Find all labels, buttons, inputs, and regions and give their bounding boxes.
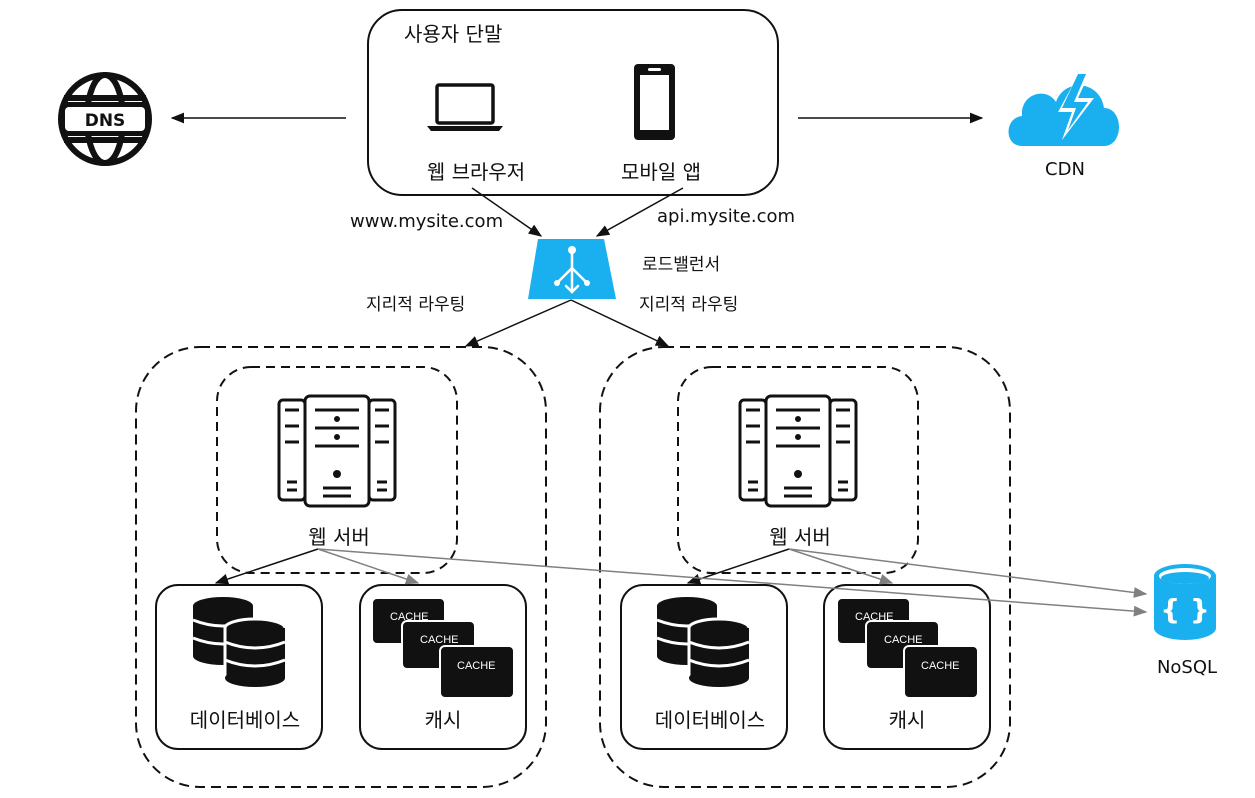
arrow-ws1-to-nosql (317, 548, 1148, 617)
cdn-label: CDN (1045, 159, 1085, 180)
database-icon (656, 597, 751, 687)
client-box-title: 사용자 단말 (404, 22, 503, 46)
server-rack-icon (277, 394, 397, 508)
arrow-ws2-to-db2 (686, 548, 790, 585)
arrow-web-to-lb (471, 187, 543, 237)
arrow-ws2-to-cache2 (788, 548, 894, 585)
web-server-label: 웹 서버 (308, 525, 370, 549)
web-server-1-box (216, 366, 458, 574)
cache-tag-3: CACHE (921, 660, 960, 672)
server-rack-icon (738, 394, 858, 508)
cache-label: 캐시 (888, 708, 926, 732)
cache-tag-1: CACHE (855, 611, 894, 623)
database-label: 데이터베이스 (189, 708, 301, 732)
routing-right-label: 지리적 라우팅 (639, 295, 739, 315)
arrow-ws1-to-cache1 (317, 548, 420, 585)
cache-1-box (359, 584, 527, 750)
cache-stack-icon: CACHE CACHE CACHE (836, 597, 979, 699)
web-browser-label: 웹 브라우저 (426, 160, 526, 184)
database-icon (192, 597, 287, 687)
nosql-database-icon: { } (1154, 564, 1216, 640)
client-box (367, 9, 779, 196)
nosql-label: NoSQL (1156, 657, 1218, 678)
web-domain-label: www.mysite.com (350, 211, 504, 232)
arrow-app-to-lb (595, 187, 684, 237)
svg-text:{ }: { } (1160, 593, 1210, 626)
web-server-2-box (677, 366, 919, 574)
load-balancer-label: 로드밸런서 (642, 255, 721, 275)
web-server-label: 웹 서버 (769, 525, 831, 549)
database-1-box (155, 584, 323, 750)
cache-label: 캐시 (424, 708, 462, 732)
cache-tag-2: CACHE (420, 634, 459, 646)
cache-tag-3: CACHE (457, 660, 496, 672)
cdn-cloud-icon (1008, 68, 1119, 146)
arrow-ws2-to-nosql (788, 548, 1148, 598)
database-2-box (620, 584, 788, 750)
region-1-box (135, 346, 547, 788)
laptop-icon (427, 83, 503, 131)
load-balancer-icon (528, 239, 616, 299)
api-domain-label: api.mysite.com (657, 206, 796, 227)
dns-label: DNS (85, 111, 126, 131)
cache-2-box (823, 584, 991, 750)
mobile-app-label: 모바일 앱 (621, 160, 701, 184)
cache-stack-icon: CACHE CACHE CACHE (371, 597, 515, 699)
region-2-box (599, 346, 1011, 788)
arrow-ws1-to-db1 (214, 548, 319, 585)
arrow-route-right (570, 299, 670, 347)
arrow-route-left (464, 299, 572, 347)
routing-left-label: 지리적 라우팅 (366, 295, 466, 315)
cache-tag-2: CACHE (884, 634, 923, 646)
database-label: 데이터베이스 (654, 708, 766, 732)
mobile-phone-icon (634, 64, 675, 140)
cache-tag-1: CACHE (390, 611, 429, 623)
